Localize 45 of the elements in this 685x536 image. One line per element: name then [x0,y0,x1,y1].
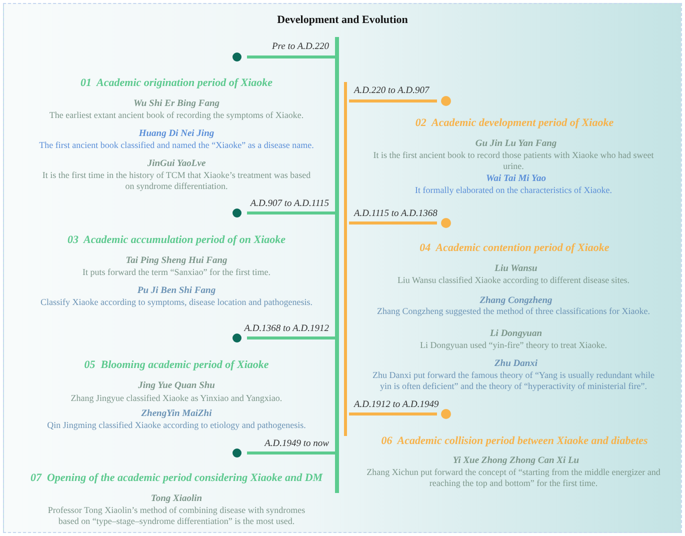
date-label: A.D.1115 to A.D.1368 [354,209,438,220]
book-title: Tong Xiaolin [150,494,202,505]
description: Zhu Danxi put forward the famous theory of “Yang is usually redundant while yin is often deficient” and the theory of “hyperactivity of ministerial fire”. [371,370,656,392]
book-title: ZhengYin MaiZhi [141,409,212,420]
description: Zhang Jingyue classified Xiaoke as Yinxiao and Yangxiao. [70,393,284,404]
description: Classify Xiaoke according to symptoms, disease location and pathogenesis. [40,297,314,308]
period-heading: 03 Academic accumulation period of on Xiaoke [67,235,286,246]
period-heading: 02 Academic development period of Xiaoke [415,118,614,129]
book-title: Zhu Danxi [494,359,538,370]
description: Qin Jingming classified Xiaoke according to etiology and pathogenesis. [46,420,307,431]
period-heading: 06 Academic collision period between Xiaoke and diabetes [381,436,648,447]
description: The earliest extant ancient book of recording the symptoms of Xiaoke. [48,110,305,121]
book-title: Jing Yue Quan Shu [138,381,215,392]
description: It formally elaborated on the characteristics of Xiaoke. [414,185,613,196]
book-title: JinGui YaoLve [147,159,206,170]
book-title: Wu Shi Er Bing Fang [133,99,220,110]
book-title: Huang Di Nei Jing [138,129,214,140]
date-label: A.D.1368 to A.D.1912 [244,324,329,335]
diagram-title: Development and Evolution [276,14,409,26]
date-label: A.D.1949 to now [264,439,329,450]
period-heading: 07 Opening of the academic period considering Xiaoke and DM [30,473,323,484]
description: It is the first time in the history of TCM that Xiaoke’s treatment was based on syndrome differentiation. [41,170,312,192]
book-title: Gu Jin Lu Yan Fang [475,139,557,150]
book-title: Zhang Congzheng [480,296,552,307]
date-label: A.D.1912 to A.D.1949 [354,400,439,411]
description: It is the first ancient book to record those patients with Xiaoke who had sweet urine. [372,150,655,172]
description: Zhang Xichun put forward the concept of “starting from the middle energizer and reaching the top and bottom” for the first time. [366,467,661,489]
book-title: Yi Xue Zhong Zhong Can Xi Lu [452,456,580,467]
book-title: Liu Wansu [494,264,538,275]
book-title: Li Dongyuan [490,329,542,340]
description: The first ancient book classified and named the “Xiaoke” as a disease name. [38,140,315,151]
description: It puts forward the term “Sanxiao” for the first time. [82,267,272,278]
date-label: A.D.220 to A.D.907 [354,86,430,97]
description: Professor Tong Xiaolin’s method of combining disease with syndromes based on “type–stage–syndrome differentiation” is the most used. [46,505,306,527]
date-label: Pre to A.D.220 [272,42,329,53]
description: Zhang Congzheng suggested the method of three classifications for Xiaoke. [376,306,651,317]
description: Li Dongyuan used “yin-fire” theory to treat Xiaoke. [419,340,608,351]
book-title: Wai Tai Mi Yao [486,174,546,185]
book-title: Tai Ping Sheng Hui Fang [126,256,228,267]
period-heading: 04 Academic contention period of Xiaoke [420,243,610,254]
date-label: A.D.907 to A.D.1115 [250,199,329,210]
book-title: Pu Ji Ben Shi Fang [137,286,216,297]
description: Liu Wansu classified Xiaoke according to different disease sites. [396,275,631,286]
period-heading: 05 Blooming academic period of Xiaoke [84,360,269,371]
period-heading: 01 Academic origination period of Xiaoke [80,78,273,89]
